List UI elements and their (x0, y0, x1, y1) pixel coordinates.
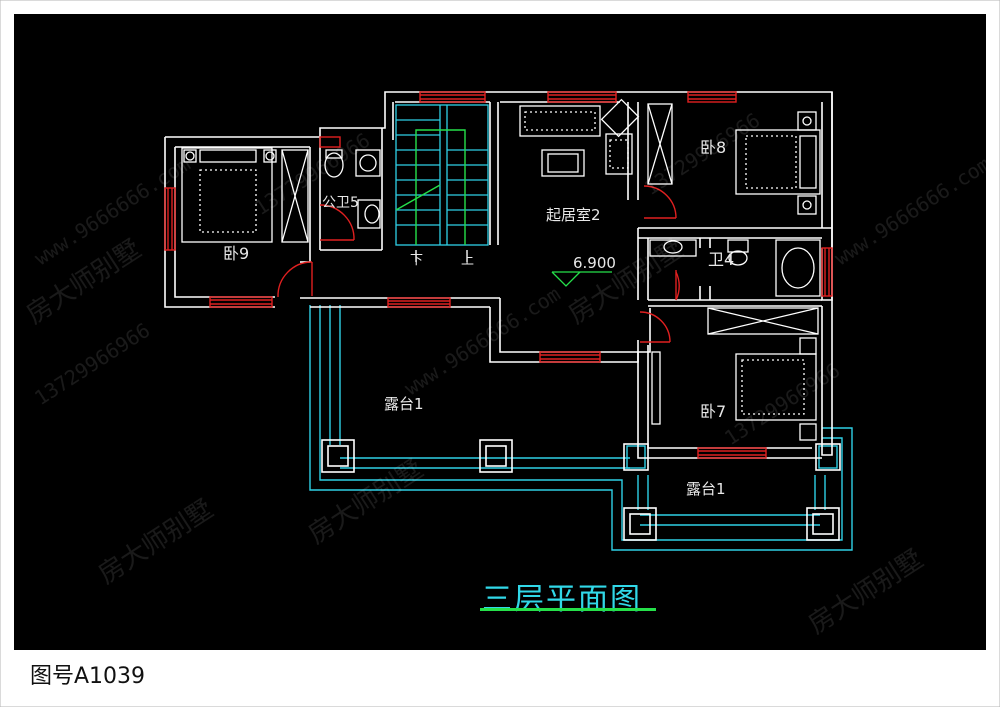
room-label-public-bath-5: 公卫5 (322, 195, 359, 211)
stair-down-label: 下 (410, 253, 424, 268)
room-label-bedroom-9: 卧9 (223, 244, 250, 263)
room-label-bedroom-8: 卧8 (700, 138, 727, 157)
stair-arrows (395, 129, 466, 245)
sofa-set (519, 98, 640, 177)
stair-up-label: 上 (461, 253, 475, 268)
bath-4-fixtures (649, 239, 821, 297)
plan-title-underline (480, 608, 656, 611)
drawing-number: 图号A1039 (30, 664, 146, 689)
room-label-living-room-2: 起居室2 (546, 206, 601, 224)
doors (277, 185, 680, 343)
plan-title: 三层平面图 (482, 582, 642, 617)
room-label-bath-4: 卫4 (708, 250, 735, 269)
room-label-terrace-main: 露台1 (384, 395, 424, 413)
staircase (395, 104, 489, 246)
terrace-outline (309, 305, 853, 551)
room-label-terrace-side: 露台1 (686, 480, 726, 498)
bed-bedroom-7 (651, 307, 819, 441)
windows (164, 91, 833, 459)
elevation-value: 6.900 (573, 254, 616, 272)
room-label-bedroom-7: 卧7 (700, 402, 727, 421)
elevation-marker (551, 271, 612, 287)
terrace-columns (321, 439, 841, 541)
bed-bedroom-9 (181, 147, 309, 243)
bath-5-fixtures (324, 149, 381, 229)
bed-bedroom-8 (647, 103, 821, 215)
